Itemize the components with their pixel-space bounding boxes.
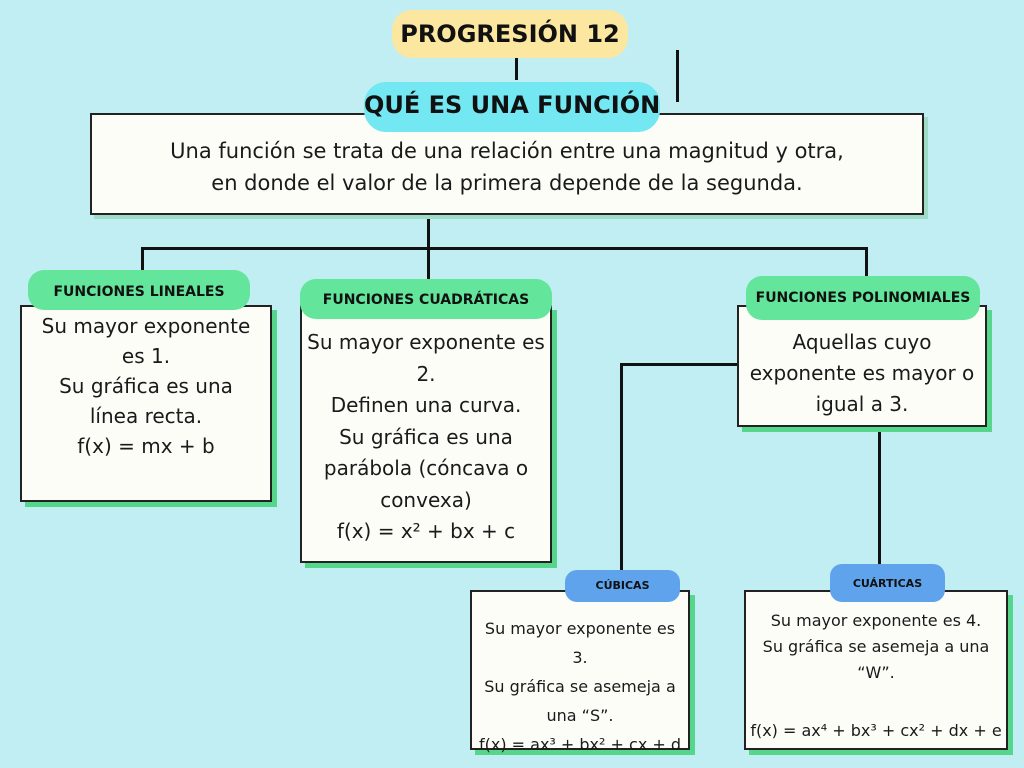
page-title: PROGRESIÓN 12 [400,20,620,48]
cubicas-box: Su mayor exponente es 3. Su gráfica se a… [470,590,690,754]
connector-to-cuarticas [878,428,881,564]
connector-to-cubicas [620,363,623,575]
cuadraticas-label-text: FUNCIONES CUADRÁTICAS [322,292,530,308]
connector-main-down [427,214,430,250]
cubicas-text: Su mayor exponente es 3. Su gráfica se a… [484,619,676,725]
lineales-box: Su mayor exponente es 1. Su gráfica es u… [20,305,272,502]
title-badge: PROGRESIÓN 12 [392,10,628,58]
lineales-label: FUNCIONES LINEALES [28,270,250,310]
connector-polinomiales-left [620,363,738,366]
cubicas-label: CÚBICAS [565,570,680,602]
polinomiales-box: Aquellas cuyo exponente es mayor o igual… [737,305,987,427]
cubicas-label-text: CÚBICAS [595,579,650,592]
main-heading-badge: QUÉ ES UNA FUNCIÓN [364,82,660,132]
cuarticas-text: Su mayor exponente es 4. Su gráfica se a… [762,611,990,682]
connector-to-polinomiales [865,247,868,277]
cuarticas-box: Su mayor exponente es 4. Su gráfica se a… [744,590,1008,750]
polinomiales-label: FUNCIONES POLINOMIALES [746,276,980,320]
main-heading: QUÉ ES UNA FUNCIÓN [364,91,661,119]
cuarticas-formula: f(x) = ax⁴ + bx³ + cx² + dx + e [750,721,1002,740]
cubicas-formula: f(x) = ax³ + bx² + cx + d [478,735,682,754]
lineales-text: Su mayor exponente es 1. Su gráfica es u… [41,314,251,458]
connector-horizontal-branch [141,247,868,250]
main-definition-box: Una función se trata de una relación ent… [90,113,924,215]
connector-to-lineales [141,247,144,275]
connector-decorative-stroke [676,50,679,102]
main-definition-text: Una función se trata de una relación ent… [170,139,844,195]
lineales-label-text: FUNCIONES LINEALES [53,284,225,300]
cuadraticas-label: FUNCIONES CUADRÁTICAS [300,279,552,319]
cuarticas-label-text: CUÁRTICAS [852,577,923,590]
connector-to-cuadraticas [427,247,430,279]
cuadraticas-text: Su mayor exponente es 2. Definen una cur… [307,330,545,543]
cuarticas-label: CUÁRTICAS [830,564,945,602]
connector-title-stem [515,58,518,80]
polinomiales-label-text: FUNCIONES POLINOMIALES [755,290,971,306]
polinomiales-text: Aquellas cuyo exponente es mayor o igual… [749,330,975,416]
cuadraticas-box: Su mayor exponente es 2. Definen una cur… [300,305,552,563]
